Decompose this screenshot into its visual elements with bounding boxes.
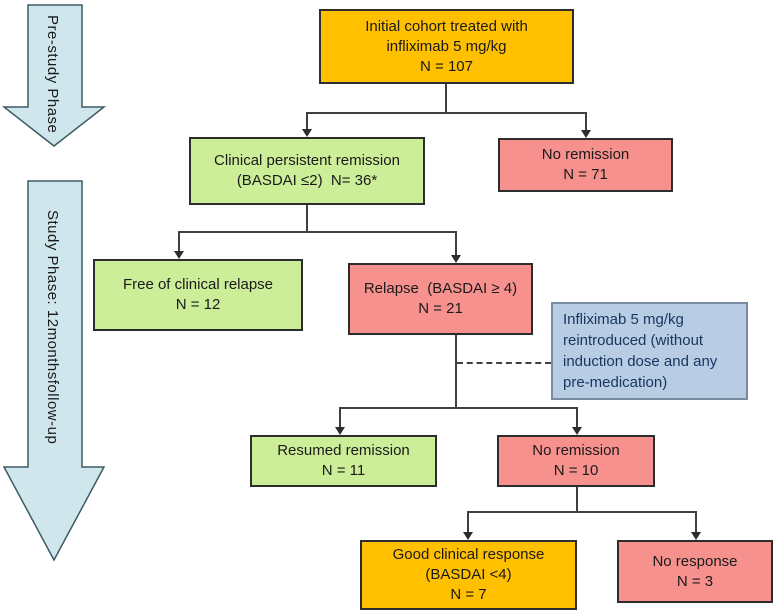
node-line: N = 11 (321, 462, 366, 479)
study-phase-arrow (2, 180, 106, 562)
connector-line (455, 335, 457, 409)
down-arrow-shape (2, 4, 106, 147)
connector-arrowhead (302, 129, 312, 137)
connector-line (306, 205, 308, 233)
connector-arrowhead (691, 532, 701, 540)
connector-line (455, 231, 457, 255)
connector-arrowhead (572, 427, 582, 435)
node-line: infliximab 5 mg/kg (386, 37, 507, 55)
connector-arrowhead (335, 427, 345, 435)
node-line: (BASDAI ≤2) N= 36* (236, 172, 378, 189)
node-good-response: Good clinical response (BASDAI <4) N = 7 (360, 540, 577, 610)
pre-study-phase-arrow (2, 4, 106, 147)
study-phase-label: Study Phase: 12monthsfollow-up (44, 209, 61, 445)
node-no-response: No response N = 3 (617, 540, 773, 603)
connector-arrowhead (174, 251, 184, 259)
node-persistent-remission: Clinical persistent remission (BASDAI ≤2… (189, 137, 425, 205)
node-line: No remission (532, 442, 620, 459)
node-line: N = 12 (175, 296, 221, 313)
connector-line (306, 112, 308, 130)
node-line: Relapse (BASDAI ≥ 4) (363, 280, 518, 297)
connector-line (339, 407, 578, 409)
node-reintroduction-note: Infliximab 5 mg/kg reintroduced (without… (551, 302, 748, 400)
node-line: No response (652, 552, 738, 570)
node-line: N = 10 (553, 462, 599, 479)
node-line: Free of clinical relapse (122, 276, 274, 293)
node-line: (BASDAI <4) (425, 566, 512, 583)
connector-line (339, 407, 341, 427)
connector-line (306, 112, 587, 114)
node-line: N = 107 (420, 57, 473, 75)
connector-arrowhead (463, 532, 473, 540)
node-no-remission-1: No remission N = 71 (498, 138, 673, 192)
pre-study-phase-label: Pre-study Phase (44, 14, 61, 134)
node-line: N = 7 (450, 586, 487, 603)
connector-line (576, 487, 578, 513)
dashed-connector-line (457, 362, 551, 364)
node-line: Resumed remission (277, 442, 410, 459)
connector-line (467, 511, 469, 532)
node-text: Infliximab 5 mg/kg reintroduced (without… (563, 311, 718, 391)
connector-arrowhead (581, 130, 591, 138)
node-initial-cohort: Initial cohort treated with infliximab 5… (319, 9, 574, 84)
node-line: N = 21 (418, 300, 463, 317)
node-relapse: Relapse (BASDAI ≥ 4) N = 21 (348, 263, 533, 335)
node-line: No remission (541, 146, 630, 163)
connector-line (467, 511, 697, 513)
connector-line (178, 231, 180, 251)
node-resumed-remission: Resumed remission N = 11 (250, 435, 437, 487)
node-line: N = 3 (676, 572, 714, 590)
connector-arrowhead (451, 255, 461, 263)
node-line: Clinical persistent remission (214, 152, 400, 169)
node-line: Initial cohort treated with (365, 17, 528, 35)
connector-line (695, 511, 697, 532)
connector-line (585, 112, 587, 130)
node-no-remission-2: No remission N = 10 (497, 435, 655, 487)
node-line: Good clinical response (392, 546, 545, 563)
node-free-of-relapse: Free of clinical relapse N = 12 (93, 259, 303, 331)
connector-line (576, 407, 578, 427)
down-arrow-shape (2, 180, 106, 562)
connector-line (445, 84, 447, 112)
connector-line (178, 231, 457, 233)
node-line: N = 71 (563, 166, 608, 183)
